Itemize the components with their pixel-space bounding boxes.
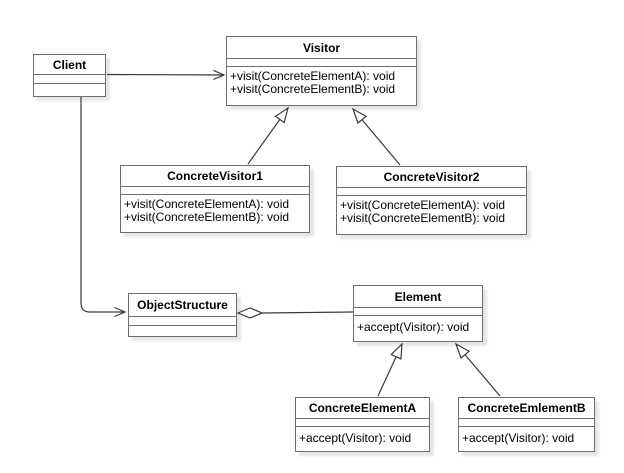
class-element-attributes-compartment bbox=[354, 308, 482, 316]
edge-client-visitor-association[interactable] bbox=[106, 69, 226, 81]
edge-concreteelementa-element-generalization[interactable] bbox=[377, 342, 403, 397]
edge-concretevisitor2-visitor-generalization[interactable] bbox=[351, 107, 401, 166]
class-concrete-element-a[interactable]: ConcreteElementA +accept(Visitor): void bbox=[295, 397, 430, 452]
class-object-structure[interactable]: ObjectStructure bbox=[128, 293, 237, 337]
class-client-attributes-compartment bbox=[34, 75, 105, 84]
aggregation-diamond-icon bbox=[236, 307, 264, 319]
class-concrete-element-b-attributes-compartment bbox=[459, 419, 594, 427]
class-object-structure-methods-compartment bbox=[129, 326, 236, 336]
class-concrete-element-b-methods-compartment: +accept(Visitor): void bbox=[459, 427, 594, 451]
class-concrete-visitor-2-title: ConcreteVisitor2 bbox=[337, 167, 526, 188]
class-element-title: Element bbox=[354, 286, 482, 308]
class-concrete-visitor-2-methods-compartment: +visit(ConcreteElementA): void +visit(Co… bbox=[337, 196, 526, 234]
class-concrete-visitor-1-title: ConcreteVisitor1 bbox=[121, 166, 309, 187]
edge-client-objectstructure-association[interactable] bbox=[80, 97, 127, 318]
method-label: +accept(Visitor): void bbox=[299, 431, 412, 445]
edge-concretevisitor1-visitor-generalization[interactable] bbox=[247, 106, 289, 165]
class-visitor[interactable]: Visitor +visit(ConcreteElementA): void +… bbox=[226, 36, 417, 106]
class-object-structure-attributes-compartment bbox=[129, 317, 236, 326]
class-concrete-visitor-2-attributes-compartment bbox=[337, 188, 526, 196]
class-concrete-visitor-1-methods-compartment: +visit(ConcreteElementA): void +visit(Co… bbox=[121, 195, 309, 232]
class-element[interactable]: Element +accept(Visitor): void bbox=[353, 285, 483, 342]
class-element-methods-compartment: +accept(Visitor): void bbox=[354, 316, 482, 341]
class-concrete-element-a-attributes-compartment bbox=[296, 419, 429, 427]
class-visitor-attributes-compartment bbox=[227, 59, 416, 67]
class-concrete-visitor-2[interactable]: ConcreteVisitor2 +visit(ConcreteElementA… bbox=[336, 166, 527, 235]
class-visitor-methods-compartment: +visit(ConcreteElementA): void +visit(Co… bbox=[227, 67, 416, 105]
class-visitor-title: Visitor bbox=[227, 37, 416, 59]
class-concrete-element-b-title: ConcreteEmlementB bbox=[459, 398, 594, 419]
method-label: +visit(ConcreteElementB): void bbox=[124, 209, 290, 224]
method-label: +visit(ConcreteElementA): void bbox=[124, 197, 290, 211]
method-label: +visit(ConcreteElementA): void bbox=[230, 69, 396, 83]
edge-objectstructure-element-aggregation[interactable] bbox=[236, 307, 354, 319]
class-concrete-element-a-title: ConcreteElementA bbox=[296, 398, 429, 419]
edge-concreteelementb-element-generalization[interactable] bbox=[454, 342, 501, 397]
class-concrete-element-b[interactable]: ConcreteEmlementB +accept(Visitor): void bbox=[458, 397, 595, 452]
class-object-structure-title: ObjectStructure bbox=[129, 294, 236, 317]
class-concrete-element-a-methods-compartment: +accept(Visitor): void bbox=[296, 427, 429, 451]
method-label: +visit(ConcreteElementB): void bbox=[340, 210, 506, 225]
class-client[interactable]: Client bbox=[33, 54, 106, 97]
class-client-title: Client bbox=[34, 55, 105, 75]
class-client-methods-compartment bbox=[34, 84, 105, 96]
method-label: +accept(Visitor): void bbox=[462, 431, 575, 445]
class-concrete-visitor-1-attributes-compartment bbox=[121, 187, 309, 195]
method-label: +accept(Visitor): void bbox=[357, 320, 470, 334]
method-label: +visit(ConcreteElementA): void bbox=[340, 198, 506, 212]
method-label: +visit(ConcreteElementB): void bbox=[230, 81, 396, 96]
class-concrete-visitor-1[interactable]: ConcreteVisitor1 +visit(ConcreteElementA… bbox=[120, 165, 310, 233]
